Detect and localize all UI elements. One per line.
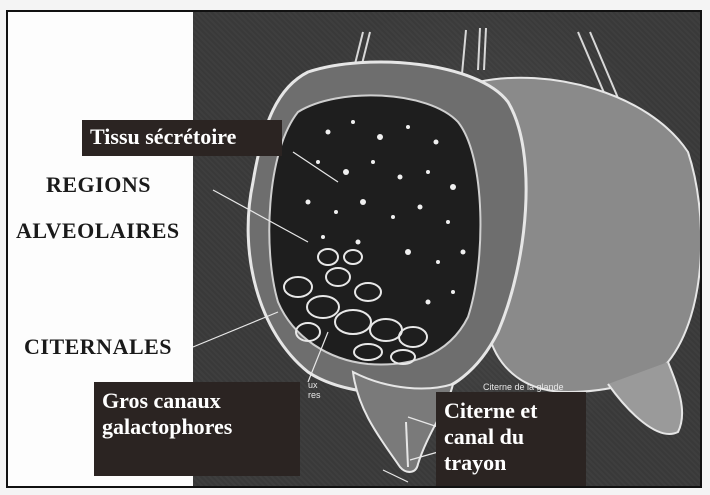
label-tissu-secretoire: Tissu sécrétoire [82, 120, 282, 156]
caption-citerne-glande: Citerne de la glande [483, 382, 564, 392]
label-regions: REGIONS [46, 172, 151, 198]
label-gros-canaux: Gros canaux galactophores [94, 382, 300, 476]
label-citerne-canal: Citerne et canal du trayon [436, 392, 586, 488]
label-citernales: CITERNALES [24, 334, 172, 360]
label-alveolaires: ALVEOLAIRES [16, 218, 180, 244]
figure-frame: Tissu sécrétoire REGIONS ALVEOLAIRES CIT… [6, 10, 702, 488]
caption-canaux-partial: ux res [308, 380, 321, 400]
